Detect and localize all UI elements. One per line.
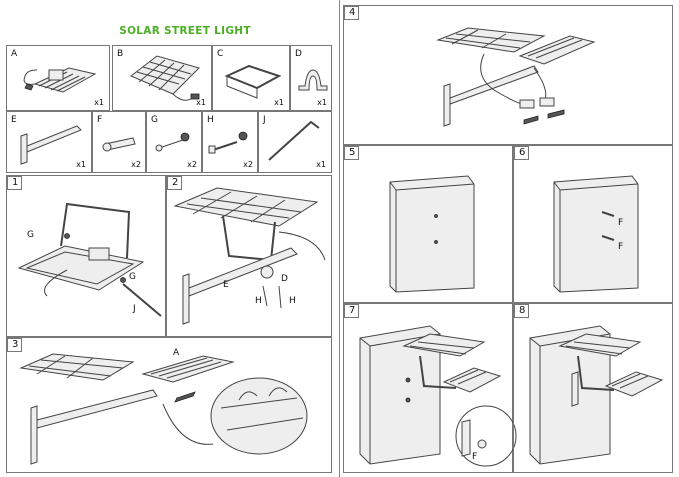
step-1-g-bottom-label: G: [129, 272, 136, 282]
part-j-label: J: [263, 115, 266, 125]
step-1-number: 1: [12, 177, 19, 188]
step-1-drawing: [17, 202, 162, 317]
part-g-qty: x2: [187, 160, 197, 169]
hex-key-drawing: [268, 120, 320, 161]
part-f-box: F x2: [92, 111, 146, 173]
mounting-pole-drawing: [20, 125, 82, 165]
step-2-number: 2: [172, 177, 179, 188]
screw-drawing: [155, 132, 190, 152]
part-j-box: J x1: [258, 111, 332, 173]
bolt-nut-drawing: [208, 131, 248, 154]
solar-panel-drawing: [130, 55, 200, 101]
step-7-f-label: F: [472, 452, 478, 462]
step-6-panel: 6 F F: [513, 145, 673, 303]
step-1-g-top-label: G: [27, 230, 34, 240]
step-6-number: 6: [519, 147, 526, 158]
part-e-qty: x1: [76, 160, 86, 169]
manual-title: SOLAR STREET LIGHT: [119, 25, 251, 37]
step-3-a-label: A: [173, 348, 180, 358]
part-g-label: G: [151, 115, 158, 125]
part-h-qty: x2: [243, 160, 253, 169]
step-4-number: 4: [349, 7, 356, 18]
part-e-box: E x1: [6, 111, 92, 173]
step-2-h-left-label: H: [255, 296, 262, 306]
step-6-f-top-label: F: [618, 218, 624, 228]
step-2-h-right-label: H: [289, 296, 296, 306]
step-4-drawing: [436, 27, 596, 127]
part-g-box: G x2: [146, 111, 202, 173]
step-8-panel: 8: [513, 303, 673, 473]
step-8-number: 8: [519, 305, 526, 316]
part-b-box: B x1: [112, 45, 212, 111]
part-a-label: A: [11, 49, 18, 59]
part-c-box: C x1: [212, 45, 290, 111]
part-b-qty: x1: [196, 98, 206, 107]
part-b-label: B: [117, 49, 124, 59]
step-2-d-label: D: [281, 274, 288, 284]
step-4-panel: 4: [343, 5, 673, 145]
part-d-qty: x1: [317, 98, 327, 107]
clamp-drawing: [298, 69, 328, 91]
part-c-label: C: [217, 49, 224, 59]
part-e-label: E: [11, 115, 17, 125]
part-a-qty: x1: [94, 98, 104, 107]
step-8-drawing: [529, 325, 664, 465]
part-f-label: F: [97, 115, 103, 125]
page-divider: [339, 0, 340, 477]
part-c-qty: x1: [274, 98, 284, 107]
step-7-drawing: [359, 325, 517, 467]
step-3-number: 3: [12, 339, 19, 350]
u-bracket-drawing: [224, 64, 282, 99]
step-6-drawing: [553, 175, 639, 293]
step-2-e-label: E: [223, 280, 229, 290]
part-d-label: D: [295, 49, 302, 59]
step-5-panel: 5: [343, 145, 513, 303]
street-lamp-head-drawing: [23, 67, 97, 93]
step-5-drawing: [389, 175, 475, 293]
step-5-number: 5: [349, 147, 356, 158]
part-a-box: A x1: [6, 45, 110, 111]
step-6-f-bottom-label: F: [618, 242, 624, 252]
part-j-qty: x1: [316, 160, 326, 169]
part-h-label: H: [207, 115, 214, 125]
step-2-drawing: [173, 187, 326, 325]
step-1-j-label: J: [133, 304, 136, 314]
step-2-panel: 2 E D H H: [166, 175, 332, 337]
part-h-box: H x2: [202, 111, 258, 173]
step-7-number: 7: [349, 305, 356, 316]
part-f-qty: x2: [131, 160, 141, 169]
expansion-bolt-drawing: [102, 137, 136, 152]
step-7-panel: 7 F: [343, 303, 517, 473]
step-3-drawing: [19, 353, 308, 465]
step-3-panel: 3 A: [6, 337, 332, 473]
part-d-box: D x1: [290, 45, 332, 111]
step-1-panel: 1 G G J: [6, 175, 166, 337]
